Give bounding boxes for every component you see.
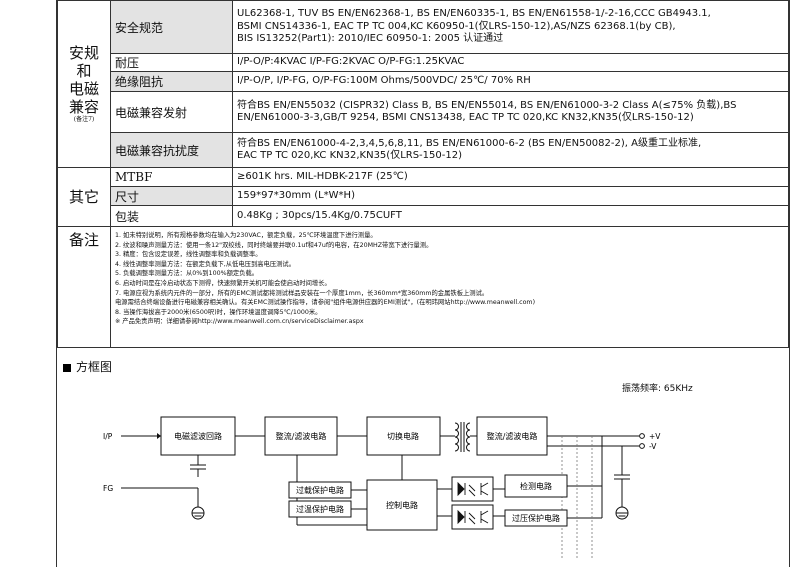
rectifier-filter-label-1: 整流/滤波电路 <box>276 431 327 441</box>
row-value-packing: 0.48Kg ; 30pcs/15.4Kg/0.75CUFT <box>232 205 789 227</box>
ovp-block <box>504 509 568 527</box>
control-block <box>366 479 438 531</box>
row-value-isolation: I/P-O/P, I/P-FG, O/P-FG:100M Ohms/500VDC… <box>232 71 789 92</box>
table-row: 其它 MTBF ≥601K hrs. MIL-HDBK-217F (25℃) <box>57 167 789 227</box>
category-notes: 备注 <box>57 226 111 348</box>
row-label-packing: 包装 <box>110 205 233 227</box>
row-value-dimension: 159*97*30mm (L*W*H) <box>232 186 789 206</box>
row-value-safety: UL62368-1, TUV BS EN/EN62368-1, BS EN/EN… <box>232 0 789 54</box>
detection-label: 检测电路 <box>520 481 552 491</box>
pin-vminus: -V <box>649 442 657 451</box>
table-row: 电磁兼容抗扰度 符合BS EN/EN61000-4-2,3,4,5,6,8,11… <box>58 132 789 168</box>
row-value-emc-immunity: 符合BS EN/EN61000-4-2,3,4,5,6,8,11, BS EN/… <box>232 132 789 168</box>
table-row: 安规 和 电磁 兼容 (备注7) 安全规范 UL62368-1, TUV BS … <box>57 0 789 168</box>
table-row: 绝缘阻抗 I/P-O/P, I/P-FG, O/P-FG:100M Ohms/5… <box>58 71 789 92</box>
row-label-dimension: 尺寸 <box>110 186 233 206</box>
notes-list: 1. 如未特别说明，所有规格参数均在输入为230VAC，额定负载，25℃环境温度… <box>110 226 789 348</box>
table-row: 耐压 I/P-O/P:4KVAC I/P-FG:2KVAC O/P-FG:1.2… <box>58 53 789 72</box>
category-safety-emc: 安规 和 电磁 兼容 (备注7) <box>57 0 111 168</box>
row-value-emc-emission: 符合BS EN/EN55032 (CISPR32) Class B, BS EN… <box>232 91 789 133</box>
row-label-withstand: 耐压 <box>110 53 233 72</box>
pin-vplus: +V <box>649 432 661 441</box>
note-item: 1. 如未特别说明，所有规格参数均在输入为230VAC，额定负载，25℃环境温度… <box>115 232 377 239</box>
table-row: 备注 1. 如未特别说明，所有规格参数均在输入为230VAC，额定负载，25℃环… <box>57 226 789 348</box>
pin-fg: FG <box>103 484 113 493</box>
control-label: 控制电路 <box>386 500 418 510</box>
switching-label: 切换电路 <box>387 431 419 441</box>
rectifier-filter-block-2 <box>476 416 548 456</box>
note-item: 5. 负载调整率测量方法：从0%到100%额定负载。 <box>115 270 259 278</box>
terminal-icon <box>157 433 645 449</box>
note-item: 3. 精度：包含设定误差，线性调整率和负载调整率。 <box>115 251 262 259</box>
optocoupler-icon <box>457 481 489 497</box>
note-item: 7. 电源应视为系统内元件的一部分，所有的EMC测试都将测试样品安装在一个厚度1… <box>115 289 489 297</box>
ground-icon <box>191 506 205 520</box>
row-label-isolation: 绝缘阻抗 <box>110 71 233 92</box>
row-label-mtbf: MTBF <box>110 167 233 187</box>
row-label-safety: 安全规范 <box>110 0 233 54</box>
ocp-block <box>288 481 352 499</box>
note-item: 电源需结合终端设备进行电磁兼容相关确认。有关EMC测试操作指导，请参阅"组件电源… <box>115 299 536 307</box>
row-value-mtbf: ≥601K hrs. MIL-HDBK-217F (25℃) <box>232 167 789 187</box>
emi-filter-block <box>160 416 236 456</box>
oscillation-frequency: 振荡频率: 65KHz <box>622 384 693 394</box>
row-label-emc-immunity: 电磁兼容抗扰度 <box>110 132 233 168</box>
spec-table: 安规 和 电磁 兼容 (备注7) 安全规范 UL62368-1, TUV BS … <box>57 0 789 348</box>
switching-block <box>366 416 441 456</box>
table-row: 电磁兼容发射 符合BS EN/EN55032 (CISPR32) Class B… <box>58 91 789 133</box>
table-row: 尺寸 159*97*30mm (L*W*H) <box>58 186 789 206</box>
block-diagram-title: 方框图 <box>63 358 112 375</box>
ground-icon <box>615 506 629 520</box>
note-item: 8. 当操作海拔高于2000米(6500呎)时，操作环境温度调降5℃/1000米… <box>115 308 322 316</box>
note-item: ※ 产品免责声明：详细请参阅http://www.meanwell.com.cn… <box>115 318 364 326</box>
note-item: 6. 启动时间是在冷启动状态下测得，快速频繁开关机可能会使启动时间增长。 <box>115 279 331 287</box>
transformer-icon <box>454 422 471 452</box>
detection-block <box>504 474 568 498</box>
table-row: 包装 0.48Kg ; 30pcs/15.4Kg/0.75CUFT <box>58 205 789 227</box>
square-bullet-icon <box>63 363 71 372</box>
note-item: 2. 纹波和噪声测量方法：使用一条12"双绞线，同时终端要并联0.1uf和47u… <box>115 241 433 249</box>
pin-ip: I/P <box>103 432 113 441</box>
block-diagram: I/P FG +V -V 电磁滤波回路 整流/滤波电路 切换电路 整流/滤波电路… <box>103 416 661 560</box>
rectifier-filter-label-2: 整流/滤波电路 <box>487 431 538 441</box>
otp-block <box>288 500 352 518</box>
ocp-label: 过载保护电路 <box>296 485 344 495</box>
optocoupler-icon <box>457 509 489 525</box>
row-value-withstand: I/P-O/P:4KVAC I/P-FG:2KVAC O/P-FG:1.25KV… <box>232 53 789 72</box>
ovp-label: 过压保护电路 <box>512 513 560 523</box>
category-other: 其它 <box>57 167 111 227</box>
spec-sheet: 安规 和 电磁 兼容 (备注7) 安全规范 UL62368-1, TUV BS … <box>56 0 790 567</box>
emi-filter-label: 电磁滤波回路 <box>174 431 222 441</box>
otp-label: 过温保护电路 <box>296 504 344 514</box>
rectifier-filter-block-1 <box>264 416 338 456</box>
row-label-emc-emission: 电磁兼容发射 <box>110 91 233 133</box>
note-item: 4. 线性调整率测量方法：在额定负载下,从低电压到高电压测试。 <box>115 260 296 268</box>
